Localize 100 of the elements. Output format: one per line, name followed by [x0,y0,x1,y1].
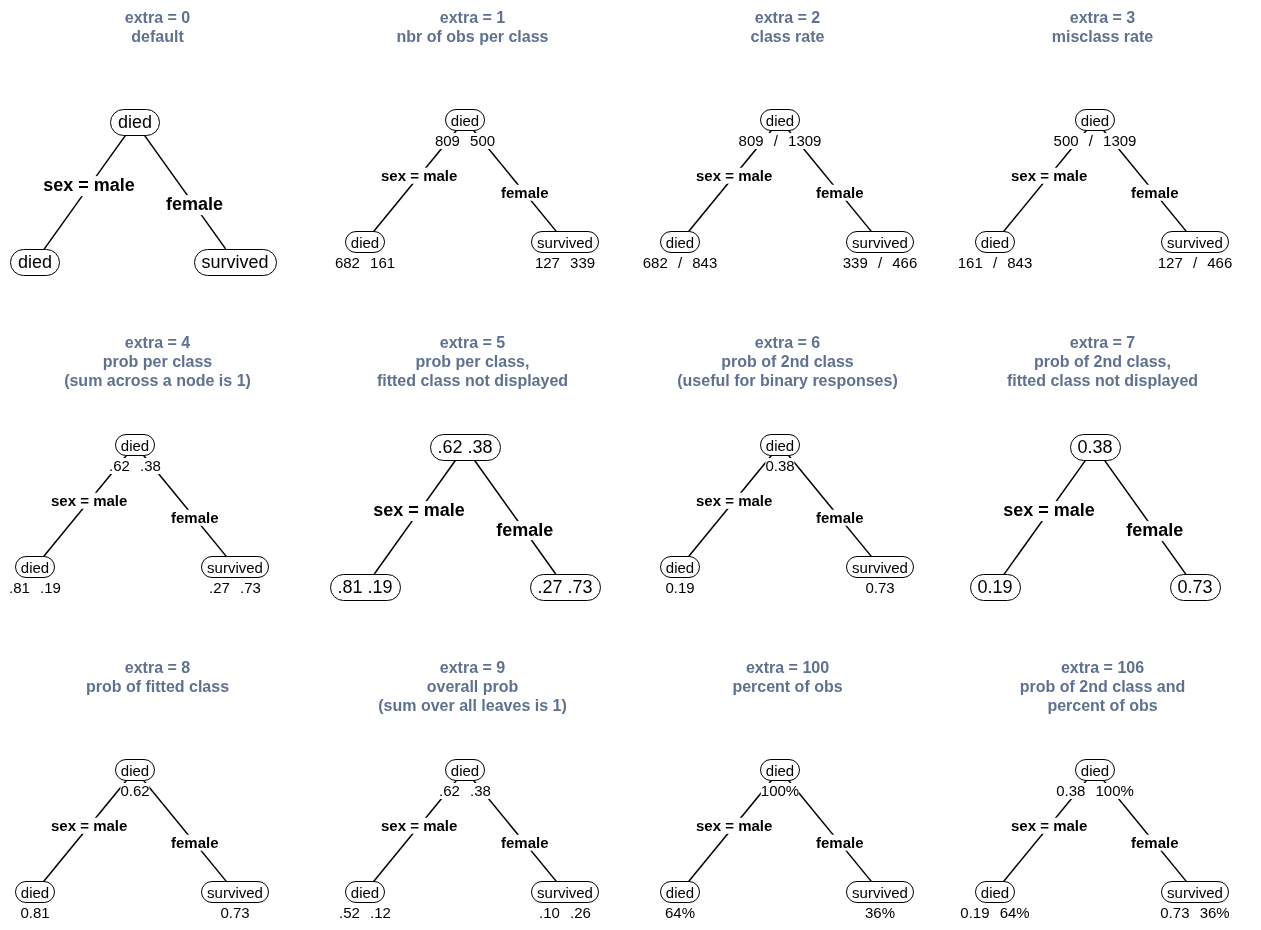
tree-node: survived [846,556,914,578]
tree-node: survived [846,231,914,253]
tree-node: survived [201,881,269,903]
value-text: 339 / 466 [842,255,918,271]
tree-node: died [445,109,485,131]
edge-label: sex = male [372,501,466,522]
panel-title: extra = 9 [439,658,506,677]
tree-node: 0.73 [1169,573,1221,601]
tree-node: died [345,881,385,903]
tree-node: died [110,108,160,136]
panel-title: default [131,27,184,46]
value-text: 500 / 1309 [1053,133,1137,149]
tree-node: died [660,556,700,578]
edge-label: female [499,834,550,852]
tree-node: died [115,759,155,781]
panel-title: prob of 2nd class, [1034,352,1171,371]
tree-node: died [760,434,800,456]
tree-node: died [15,881,55,903]
value-text: 809 / 1309 [738,133,822,149]
panel-title: percent of obs [732,677,843,696]
value-text: 127 339 [534,255,596,271]
panel-title: extra = 5 [439,333,506,352]
panel-title: prob per class, [415,352,530,371]
value-text: 682 / 843 [642,255,718,271]
tree-node: died [760,759,800,781]
tree-node: died [1075,109,1115,131]
edge-label: sex = male [42,176,136,197]
panel-title: extra = 6 [754,333,821,352]
panel-title: (sum across a node is 1) [64,371,251,390]
tree-node: .62 .38 [429,433,501,461]
edge-label: female [1125,520,1185,541]
edge-label: female [169,834,220,852]
value-text: 0.73 [865,580,895,596]
value-text: 100% [760,783,800,799]
tree-node: died [660,881,700,903]
panel-title: extra = 4 [124,333,191,352]
edge-label: female [814,184,865,202]
panel-title: fitted class not displayed [1006,371,1199,390]
panel-title: extra = 1 [439,8,506,27]
value-text: 809 500 [434,133,496,149]
tree-node: .81 .19 [329,573,401,601]
tree-node: 0.38 [1069,433,1121,461]
tree-node: died [760,109,800,131]
tree-node: died [10,248,60,276]
panel-title: extra = 106 [1060,658,1145,677]
tree-node: died [975,231,1015,253]
edge-label: female [499,184,550,202]
value-text: 0.62 [120,783,150,799]
edge-label: sex = male [695,817,774,835]
edge-label: sex = male [695,492,774,510]
panel-title: prob of 2nd class and [1019,677,1186,696]
value-text: 682 161 [334,255,396,271]
panel-title: overall prob [426,677,519,696]
tree-node: survived [193,248,277,276]
value-text: .62 .38 [439,783,491,799]
edge-label: female [814,509,865,527]
panel-title: extra = 0 [124,8,191,27]
edge-label: female [495,520,555,541]
edge-label: sex = male [1010,817,1089,835]
value-text: .81 .19 [9,580,61,596]
value-text: .52 .12 [339,905,391,921]
edge-label: female [1129,834,1180,852]
value-text: .27 .73 [209,580,261,596]
value-text: 0.73 36% [1160,905,1230,921]
panel-title: extra = 8 [124,658,191,677]
edge-label: sex = male [1010,167,1089,185]
panel-title: extra = 7 [1069,333,1136,352]
edge-label: sex = male [380,817,459,835]
panel-title: extra = 100 [745,658,830,677]
value-text: 127 / 466 [1157,255,1233,271]
edge-label: sex = male [380,167,459,185]
panel-title: percent of obs [1047,696,1158,715]
tree-node: survived [201,556,269,578]
panel-title: class rate [750,27,825,46]
tree-node: survived [531,881,599,903]
tree-node: died [975,881,1015,903]
panel-title: prob of fitted class [85,677,230,696]
edge-label: female [165,195,225,216]
value-text: 0.38 [765,458,795,474]
value-text: 64% [665,905,695,921]
panel-title: fitted class not displayed [376,371,569,390]
tree-node: survived [1161,881,1229,903]
value-text: .10 .26 [539,905,591,921]
tree-node: survived [1161,231,1229,253]
edge-label: sex = male [695,167,774,185]
edge-label: female [1129,184,1180,202]
value-text: 36% [865,905,895,921]
edge-label: sex = male [50,817,129,835]
value-text: 0.19 64% [960,905,1030,921]
panel-title: extra = 3 [1069,8,1136,27]
panel-title: prob of 2nd class [721,352,854,371]
tree-node: died [660,231,700,253]
panel-title: prob per class [102,352,213,371]
value-text: 0.38 100% [1056,783,1134,799]
edge-label: female [814,834,865,852]
tree-node: died [445,759,485,781]
tree-node: died [15,556,55,578]
panel-title: (useful for binary responses) [677,371,898,390]
value-text: .62 .38 [109,458,161,474]
value-text: 0.81 [20,905,50,921]
